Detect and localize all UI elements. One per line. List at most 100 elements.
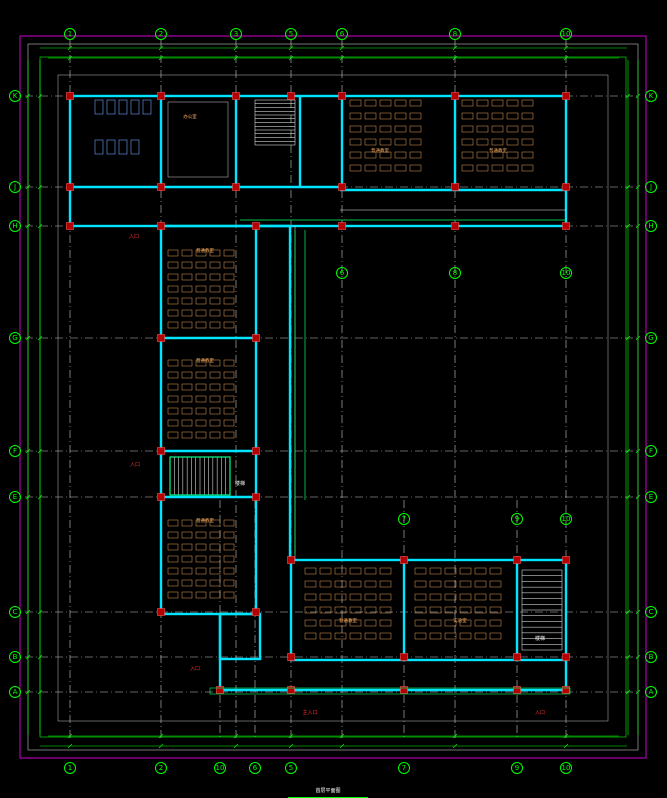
axis-bubble-left-J-circle <box>9 181 21 193</box>
dim-frame <box>39 56 627 738</box>
axis-bubble-bottom-0: 1 <box>64 762 76 774</box>
axis-bubble-left-B-circle <box>9 651 21 663</box>
desks-bottom-1-desk <box>349 619 362 627</box>
desks-bottom-1-desk <box>319 606 332 614</box>
stair-left-frame <box>169 456 231 496</box>
desks-bottom-1-desk <box>304 593 317 601</box>
axis-bubble-left-C-circle <box>9 606 21 618</box>
desks-bottom-2-desk <box>474 606 487 614</box>
desks-top-2-desk <box>491 151 504 159</box>
desks-bottom-2-desk <box>474 567 487 575</box>
axis-bubble-inner-0-label: 6 <box>340 269 345 277</box>
desks-left-1-desk <box>223 249 235 257</box>
desks-left-2-desk <box>195 431 207 439</box>
desks-left-1-desk <box>195 273 207 281</box>
desks-bottom-2-desk <box>444 619 457 627</box>
desks-top-2-desk <box>521 99 534 107</box>
desks-bottom-1-desk <box>319 567 332 575</box>
desks-left-1-desk <box>167 297 179 305</box>
desks-bottom-1-desk <box>349 593 362 601</box>
axis-bubble-top-1: 1 <box>64 28 76 40</box>
desks-top-2-desk <box>521 138 534 146</box>
desks-left-2-desk <box>167 407 179 415</box>
desks-top-1-desk <box>409 151 422 159</box>
axis-bubble-left-H-circle <box>9 220 21 232</box>
canopy-edge <box>209 687 571 695</box>
axis-bubble-left-F: F <box>9 445 21 457</box>
axis-bubble-left-K-circle <box>9 90 21 102</box>
desks-left-2-desk <box>223 383 235 391</box>
drawing-title: 首层平面图 <box>315 788 341 794</box>
axis-bubble-mid-0-label: 7 <box>402 515 406 523</box>
axis-bubble-right-H-label: H <box>648 222 653 230</box>
desks-left-1 <box>167 249 235 329</box>
toilet-stall <box>130 99 140 115</box>
desks-left-1-desk <box>209 273 221 281</box>
site-line <box>57 74 609 722</box>
column-11 <box>451 183 459 191</box>
desks-top-2-desk <box>491 99 504 107</box>
column-8 <box>157 183 165 191</box>
axis-bubble-top-3-circle <box>230 28 242 40</box>
axis-bubble-left-J-label: J <box>13 183 16 191</box>
label-main-entrance: 主入口 <box>302 709 317 716</box>
label-entrance-right: 入口 <box>535 710 545 716</box>
desks-left-2-desk <box>181 407 193 415</box>
axis-bubble-right-J-label: J <box>649 183 652 191</box>
desks-left-3-desk <box>181 555 193 563</box>
desks-left-2-desk <box>167 431 179 439</box>
column-33 <box>513 653 521 661</box>
desks-left-2-desk <box>209 431 221 439</box>
desks-left-1-desk <box>167 261 179 269</box>
desks-left-1-desk <box>223 321 235 329</box>
desks-left-2-desk <box>195 395 207 403</box>
axis-bubble-top-10-label: 10 <box>562 30 571 38</box>
column-14 <box>157 222 165 230</box>
column-37 <box>400 686 408 694</box>
dim-tick <box>288 733 294 739</box>
dim-tick <box>233 55 239 61</box>
dim-tick <box>288 55 294 61</box>
desks-top-2-desk <box>491 164 504 172</box>
axis-bubble-top-6-circle <box>336 28 348 40</box>
desks-bottom-2-desk <box>489 580 502 588</box>
desks-bottom-2-desk <box>459 632 472 640</box>
desks-bottom-2-desk <box>444 580 457 588</box>
axis-bubble-mid-1: 9 <box>511 513 523 525</box>
stair-bottom <box>521 569 563 651</box>
dim-tick <box>452 733 458 739</box>
column-2 <box>232 92 240 100</box>
axis-bubble-mid-2: 10 <box>560 513 572 525</box>
desks-bottom-2-desk <box>459 580 472 588</box>
desks-left-2-desk <box>181 431 193 439</box>
desks-left-2-desk <box>209 395 221 403</box>
desks-bottom-1-desk <box>349 632 362 640</box>
dim-tick <box>635 494 641 500</box>
desks-top-2-desk <box>491 125 504 133</box>
column-27 <box>287 556 295 564</box>
toilet-stall <box>118 139 128 155</box>
axis-bubble-mid-0-circle <box>398 513 410 525</box>
desks-bottom-1-desk <box>364 567 377 575</box>
desks-bottom-1-desk <box>379 606 392 614</box>
desks-left-3-desk <box>181 531 193 539</box>
axis-bubble-mid-1-label: 9 <box>515 515 519 523</box>
column-35 <box>216 686 224 694</box>
axis-bubble-top-5-circle <box>285 28 297 40</box>
axis-bubble-top-8: 8 <box>449 28 461 40</box>
desks-left-1-desk <box>181 285 193 293</box>
desks-left-1-desk <box>209 249 221 257</box>
desks-bottom-1-desk <box>304 580 317 588</box>
axis-bubble-bottom-2-circle <box>214 762 226 774</box>
desks-top-1-desk <box>409 164 422 172</box>
desks-left-3-desk <box>195 591 207 599</box>
axis-bubble-bottom-3-label: 6 <box>253 764 258 772</box>
axis-bubble-right-E-label: E <box>649 493 653 501</box>
desks-left-2-desk <box>195 371 207 379</box>
desks-bottom-2-desk <box>489 593 502 601</box>
axis-bubble-bottom-5: 7 <box>398 762 410 774</box>
axis-bubble-left-G-circle <box>9 332 21 344</box>
dim-tick <box>67 55 73 61</box>
desks-bottom-1-desk <box>304 606 317 614</box>
desks-left-1-desk <box>223 261 235 269</box>
